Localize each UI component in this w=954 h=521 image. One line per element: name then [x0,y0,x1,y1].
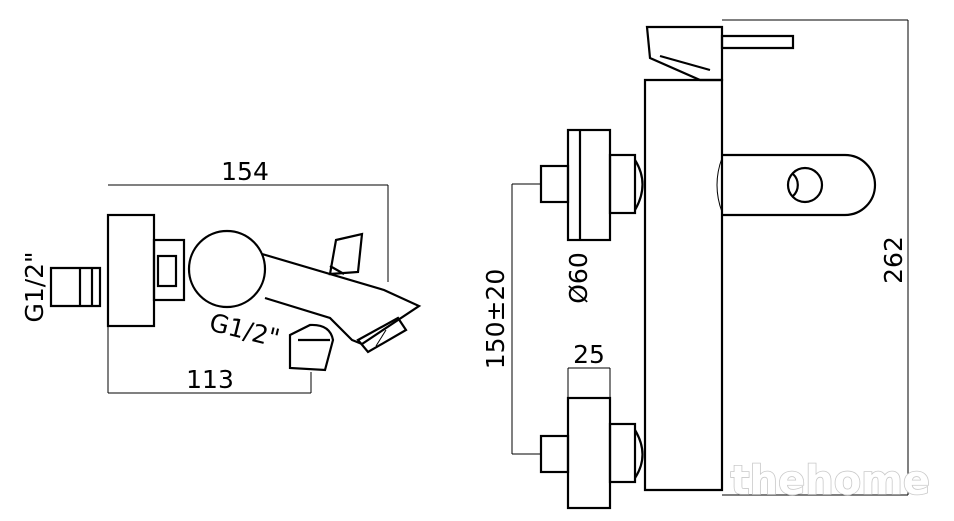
dimension-diameter-60-label: Ø60 [564,252,593,304]
spout [261,252,422,346]
inlet-pipe [49,266,102,308]
thread-outlet-label: G1/2" [207,308,283,353]
mixer-body [187,229,267,309]
lower-flange [566,396,612,510]
dimension-150-label: 150±20 [481,269,510,369]
upper-flange [566,128,612,242]
top-view: 154 113 G1/2" G1/2" [20,157,422,394]
wall-flange [106,213,156,328]
side-view: 150±20 Ø60 25 262 [481,19,909,510]
watermark-logo: thehome [731,458,931,504]
eccentric-connector [152,238,186,302]
diverter-knob [328,232,364,276]
cartridge-cap [645,25,724,82]
thread-inlet-label: G1/2" [20,251,49,322]
diverter-button [786,166,824,204]
spout-side [722,153,877,217]
shower-outlet [288,323,335,372]
aerator [356,316,408,354]
upper-connector [608,153,637,215]
dimension-262-label: 262 [879,236,908,284]
dimension-113-label: 113 [186,365,234,394]
dimension-154-label: 154 [221,157,269,186]
lower-connector [608,422,637,484]
mixer-body-side [643,78,724,492]
lever-handle [720,34,795,50]
lower-inlet-pipe [539,434,570,474]
dimension-25-label: 25 [573,340,605,369]
upper-inlet-pipe [539,164,570,204]
